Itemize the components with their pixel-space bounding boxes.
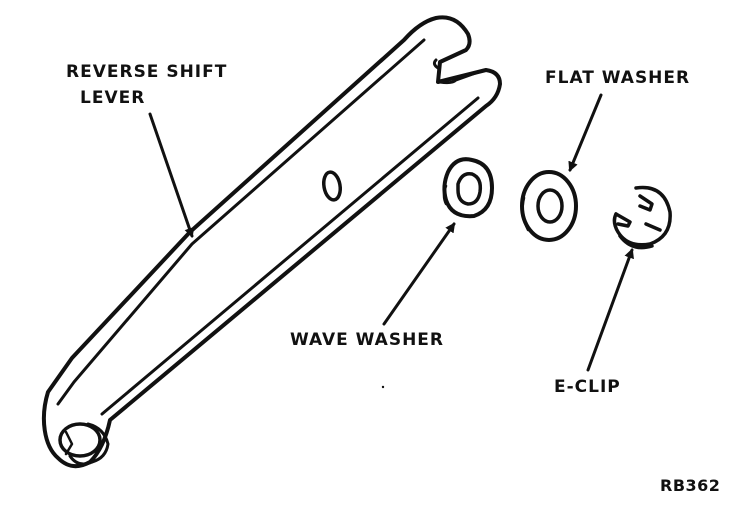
leader-lines	[148, 93, 634, 372]
label-reverse-shift-lever-line2: LEVER	[80, 88, 146, 108]
speck	[381, 385, 385, 389]
reverse-shift-lever	[41, 15, 502, 469]
flat-washer	[520, 170, 578, 242]
wave-washer	[442, 157, 494, 219]
leader-wave-washer	[382, 222, 456, 326]
e-clip	[612, 185, 672, 250]
leader-e-clip	[586, 248, 634, 372]
label-e-clip: E-CLIP	[554, 377, 621, 397]
leader-reverse-shift-lever	[148, 112, 195, 238]
label-flat-washer: FLAT WASHER	[545, 68, 691, 88]
leader-flat-washer	[568, 93, 603, 172]
label-reverse-shift-lever-line1: REVERSE SHIFT	[66, 62, 228, 82]
figure-code: RB362	[660, 476, 721, 495]
label-wave-washer: WAVE WASHER	[290, 330, 444, 350]
